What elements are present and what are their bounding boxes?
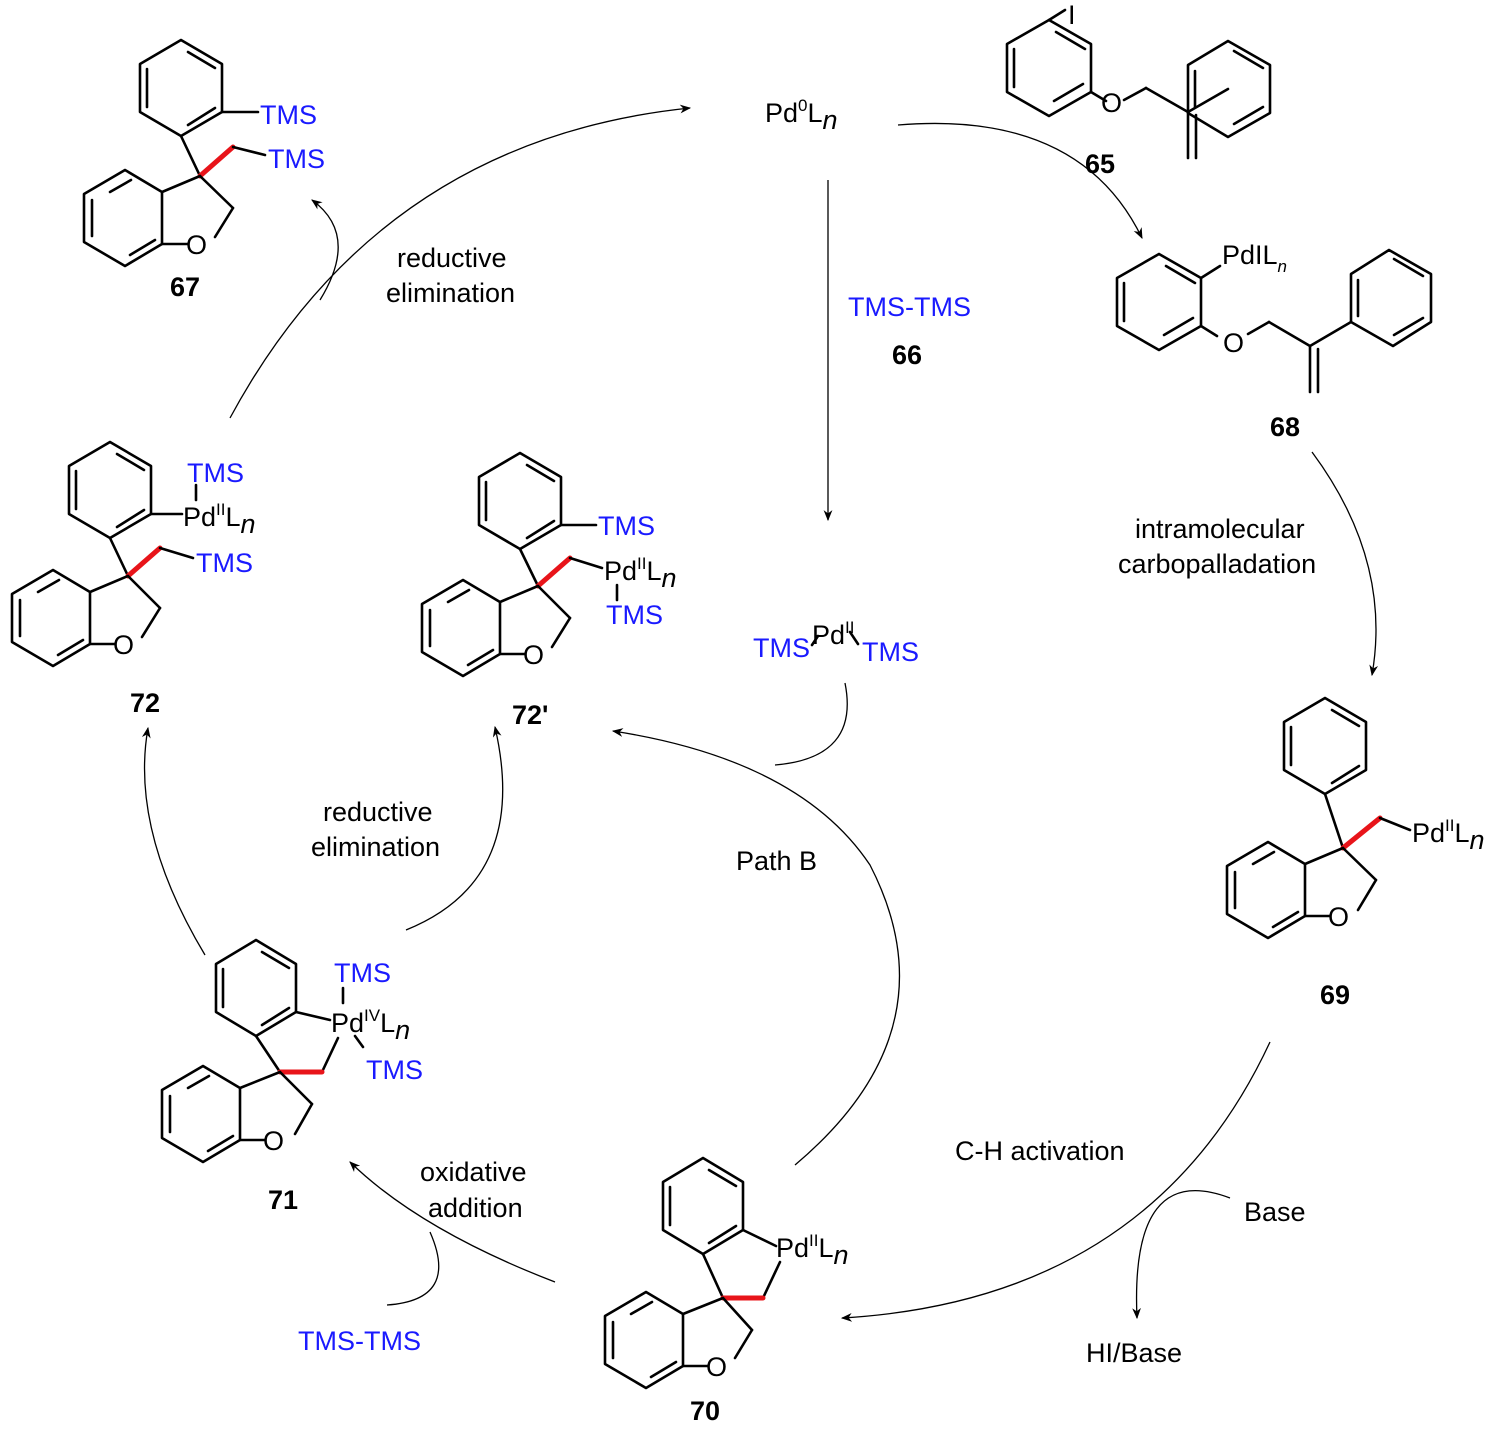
pd-ii-label: PdIILn [183, 500, 256, 539]
step-carbopalladation: carbopalladation [1118, 549, 1316, 579]
compound-label-65: 65 [1085, 149, 1115, 179]
tms-group: TMS [606, 600, 663, 630]
structure-67: O TMS TMS 67 [82, 38, 325, 302]
arrow-pdtms-in [774, 682, 848, 766]
tms-group: TMS [366, 1055, 423, 1085]
oxygen-atom: O [1223, 328, 1244, 358]
reagent-66: TMS-TMS 66 [848, 292, 971, 370]
arrow-oxidative-addition [349, 1161, 556, 1283]
arrow-reductive-72p [405, 725, 504, 931]
tms-tms-reagent-bottom: TMS-TMS [298, 1326, 421, 1356]
tms-group: TMS [862, 637, 919, 667]
tms-group: TMS [268, 144, 325, 174]
tms-group: TMS [334, 958, 391, 988]
step-reductive-top-2: elimination [386, 278, 515, 308]
iodine-atom: I [1068, 0, 1076, 30]
pd-iv-label: PdIVLn [331, 1006, 410, 1045]
structure-70: O PdIILn 70 [603, 1156, 849, 1426]
step-oxidative: oxidative [420, 1157, 527, 1187]
arrow-oxidative-65 [897, 122, 1143, 239]
structure-68: PdILn O 68 [1115, 240, 1433, 442]
pd-ii-label: PdIILn [776, 1231, 849, 1270]
compound-label-72: 72 [130, 688, 160, 718]
pdil-label: PdILn [1222, 240, 1287, 276]
compound-label-70: 70 [690, 1396, 720, 1426]
byproduct-hi-base: HI/Base [1086, 1338, 1182, 1368]
structure-65: I O 65 [1005, 0, 1272, 179]
pd0-label: Pd0Ln [765, 96, 838, 135]
tms-group: TMS [753, 633, 810, 663]
structure-69: O PdIILn 69 [1225, 696, 1485, 1010]
tms-group: TMS [187, 458, 244, 488]
compound-label-67: 67 [170, 272, 200, 302]
arrow-ch-activation [840, 1041, 1271, 1322]
step-ch-activation: C-H activation [955, 1136, 1125, 1166]
pd-bis-tms: PdII TMS TMS [753, 618, 919, 667]
pd0-catalyst: Pd0Ln [765, 96, 838, 135]
compound-label-71: 71 [268, 1185, 298, 1215]
cycle-arrows [141, 104, 1379, 1322]
arrow-base [1132, 1189, 1231, 1320]
tms-group: TMS [196, 548, 253, 578]
step-intramolecular: intramolecular [1135, 514, 1305, 544]
arrow-to-67 [311, 199, 339, 301]
compound-label-72-prime: 72' [512, 700, 548, 730]
compound-label-68: 68 [1270, 412, 1300, 442]
arrow-71-to-72 [141, 726, 206, 956]
pd-ii-label: PdII [812, 618, 854, 650]
oxygen-atom: O [1101, 88, 1122, 118]
tms-tms-reagent: TMS-TMS [848, 292, 971, 322]
compound-label-69: 69 [1320, 980, 1350, 1010]
tms-group: TMS [260, 100, 317, 130]
oxygen-atom: O [1328, 902, 1349, 932]
tms-group: TMS [598, 511, 655, 541]
oxygen-atom: O [706, 1352, 727, 1382]
arrow-tms-in [386, 1231, 440, 1306]
arrow-72-to-pd0 [229, 104, 692, 419]
structure-72-prime: O TMS PdIILn TMS 72' [420, 451, 677, 730]
arrow-path-b [611, 728, 901, 1166]
step-path-b: Path B [736, 846, 817, 876]
pd-ii-label: PdIILn [604, 554, 677, 593]
compound-label-66: 66 [892, 340, 922, 370]
oxygen-atom: O [113, 630, 134, 660]
oxygen-atom: O [523, 640, 544, 670]
structure-72: O TMS PdIILn TMS 72 [10, 440, 256, 718]
step-reductive-top-1: reductive [397, 243, 507, 273]
pd-ii-label: PdIILn [1412, 816, 1485, 855]
oxygen-atom: O [263, 1126, 284, 1156]
reagent-base: Base [1244, 1197, 1306, 1227]
step-reductive-mid-1: reductive [323, 797, 433, 827]
structure-71: O TMS PdIVLn TMS 71 [160, 938, 423, 1215]
step-addition: addition [428, 1193, 523, 1223]
oxygen-atom: O [186, 230, 207, 260]
step-reductive-mid-2: elimination [311, 832, 440, 862]
arrow-carbopalladation [1311, 451, 1379, 677]
